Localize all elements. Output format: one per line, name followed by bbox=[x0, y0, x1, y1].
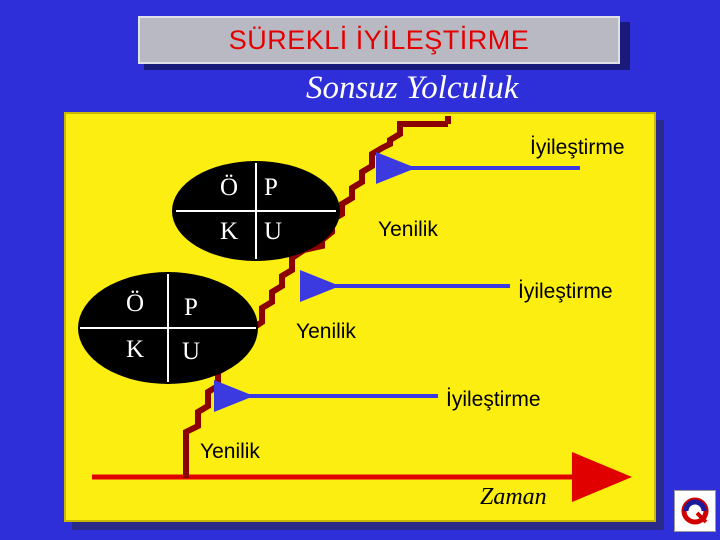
label-time-axis: Zaman bbox=[480, 484, 547, 510]
pdca-upper-o: Ö bbox=[220, 174, 239, 201]
pdca-lower-o: Ö bbox=[126, 290, 145, 317]
label-iyilestirme-top: İyileştirme bbox=[530, 136, 625, 159]
q-logo-icon bbox=[674, 490, 716, 532]
label-iyilestirme-mid: İyileştirme bbox=[518, 280, 613, 303]
pdca-upper-p: P bbox=[264, 174, 278, 201]
pdca-lower-p: P bbox=[184, 294, 198, 321]
page-subtitle: Sonsuz Yolculuk bbox=[306, 70, 519, 106]
pdca-upper-k: K bbox=[220, 218, 239, 245]
pdca-lower-u: U bbox=[182, 338, 201, 365]
pdca-upper-u: U bbox=[264, 218, 283, 245]
label-yenilik-mid: Yenilik bbox=[296, 320, 356, 343]
label-iyilestirme-low: İyileştirme bbox=[446, 388, 541, 411]
label-yenilik-upper: Yenilik bbox=[378, 218, 438, 241]
page-title: SÜREKLİ İYİLEŞTİRME bbox=[138, 16, 620, 64]
pdca-lower-k: K bbox=[126, 336, 145, 363]
improvement-staircase bbox=[183, 121, 448, 478]
label-yenilik-low: Yenilik bbox=[200, 440, 260, 463]
